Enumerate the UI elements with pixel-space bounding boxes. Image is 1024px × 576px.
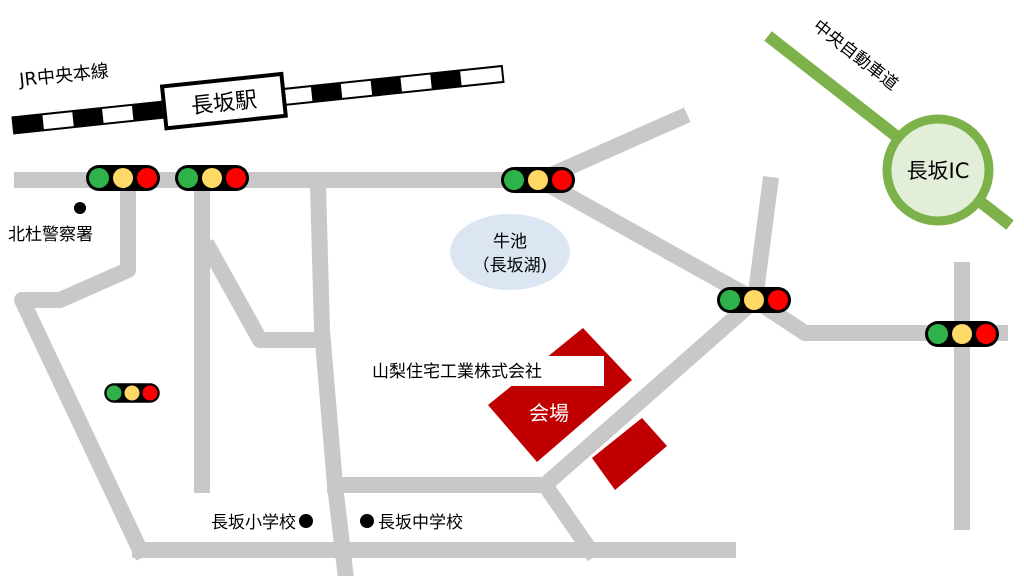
road-north-east xyxy=(746,176,779,309)
elementary-school-marker xyxy=(299,514,313,528)
signal-red-lamp xyxy=(552,170,572,190)
road-vertical-a-branch xyxy=(199,239,320,348)
traffic-signals xyxy=(86,165,999,403)
signal-green-lamp xyxy=(504,170,524,190)
police-marker xyxy=(74,202,86,214)
signal-yellow-lamp xyxy=(952,324,972,344)
junior-high-school-label: 長坂中学校 xyxy=(378,513,463,533)
signal-yellow-lamp xyxy=(744,290,764,310)
signal-green-lamp xyxy=(178,168,198,188)
signal-red-lamp xyxy=(226,168,246,188)
road-diagonal-south-west xyxy=(533,288,767,497)
signal-green-lamp xyxy=(928,324,948,344)
signal-yellow-lamp xyxy=(113,168,133,188)
signal-yellow-lamp xyxy=(124,385,140,401)
railway-line-label: JR中央本線 xyxy=(17,61,110,91)
traffic-signal-west-2 xyxy=(175,165,249,191)
signal-red-lamp xyxy=(142,385,158,401)
pond-ushiike xyxy=(450,214,570,290)
junior-high-school-marker xyxy=(360,514,374,528)
police-label: 北杜警察署 xyxy=(8,225,93,245)
road-west-loop xyxy=(14,177,151,561)
traffic-signal-west-1 xyxy=(86,165,160,191)
traffic-signal-small-west xyxy=(104,383,160,403)
traffic-signal-east-junction xyxy=(717,287,791,313)
road-school-east-west xyxy=(327,477,602,562)
signal-yellow-lamp xyxy=(528,170,548,190)
road-vertical-b xyxy=(309,176,354,576)
station-sign: 長坂駅 xyxy=(159,71,288,131)
venue-company-label-bg xyxy=(366,356,604,386)
venue-building-main xyxy=(488,328,632,462)
signal-green-lamp xyxy=(720,290,740,310)
signal-green-lamp xyxy=(106,385,122,401)
signal-red-lamp xyxy=(137,168,157,188)
venue-company-label: 山梨住宅工業株式会社 xyxy=(372,362,542,382)
signal-red-lamp xyxy=(976,324,996,344)
pond-name: 牛池 xyxy=(493,232,527,252)
signal-yellow-lamp xyxy=(202,168,222,188)
signal-green-lamp xyxy=(89,168,109,188)
traffic-signal-far-east xyxy=(925,321,999,347)
signal-red-lamp xyxy=(768,290,788,310)
pond-alt-name: （長坂湖) xyxy=(473,256,548,276)
interchange-name: 長坂IC xyxy=(907,159,970,183)
venue-building-annex xyxy=(592,418,667,490)
elementary-school-label: 長坂小学校 xyxy=(211,513,296,533)
traffic-signal-north xyxy=(501,167,575,193)
road-network xyxy=(14,107,1008,576)
venue-label: 会場 xyxy=(529,401,569,425)
road-diagonal-east xyxy=(529,169,766,311)
interchange-circle xyxy=(882,114,994,226)
